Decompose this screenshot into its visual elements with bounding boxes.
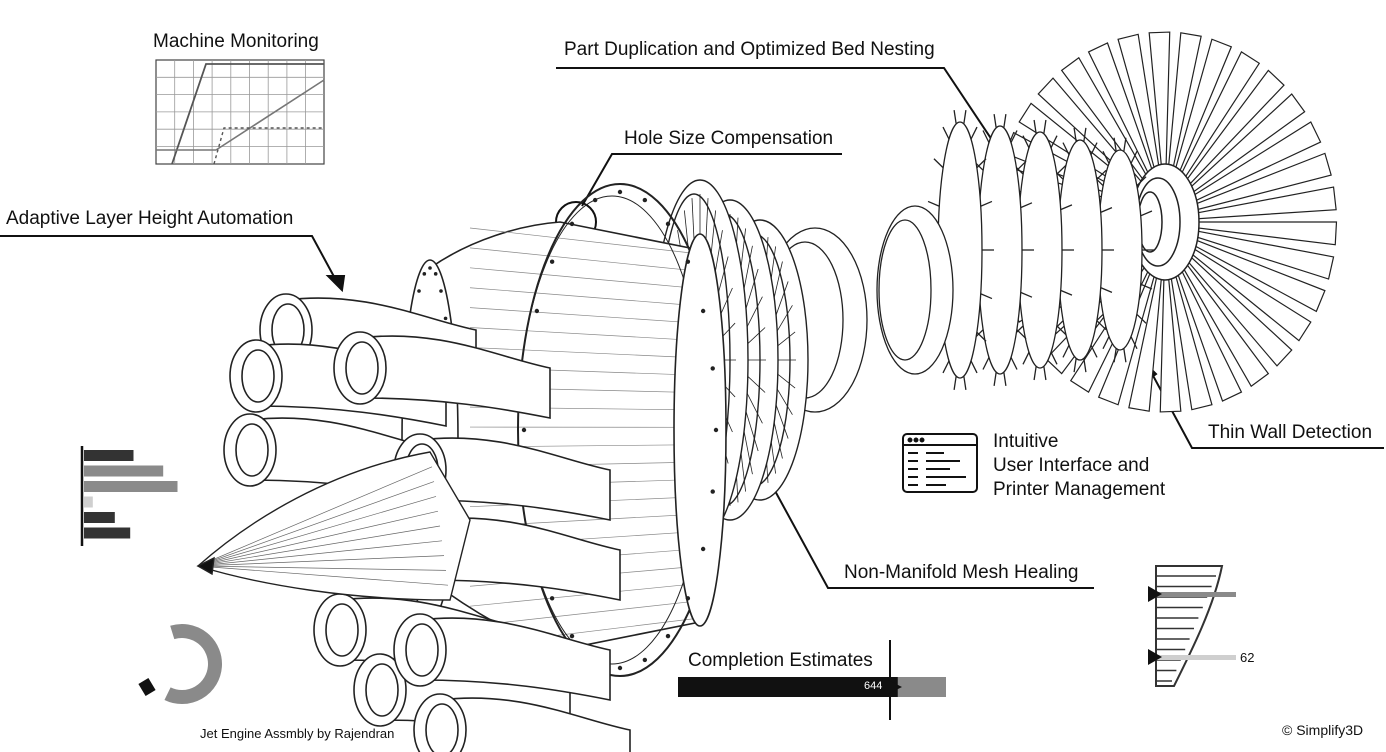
label-adaptive-layer: Adaptive Layer Height Automation <box>6 208 294 229</box>
completion-value: 644 <box>864 680 883 692</box>
hbar-4 <box>84 512 115 523</box>
hbar-widget <box>80 446 178 546</box>
ui-window-icon <box>902 433 978 493</box>
label-part-duplication: Part Duplication and Optimized Bed Nesti… <box>564 39 935 60</box>
label-machine-monitoring: Machine Monitoring <box>153 31 319 52</box>
nose-cone <box>196 451 471 601</box>
completion-bar <box>678 677 946 697</box>
main-casing <box>401 183 727 677</box>
label-intuitive-line2: User Interface and <box>993 455 1150 476</box>
gauge-widget <box>1148 565 1236 687</box>
hbar-2 <box>84 481 178 492</box>
label-thin-wall: Thin Wall Detection <box>1208 422 1373 443</box>
hbar-5 <box>84 527 131 539</box>
compressor-stages <box>762 110 1154 413</box>
label-intuitive-line3: Printer Management <box>993 479 1166 500</box>
gauge-value: 62 <box>1240 650 1255 665</box>
hbar-3 <box>84 496 93 508</box>
donut-widget <box>138 624 222 704</box>
exhaust-tubes <box>223 293 631 752</box>
label-completion: Completion Estimates <box>688 650 873 671</box>
hbar-1 <box>84 465 164 477</box>
label-intuitive-line1: Intuitive <box>993 431 1059 452</box>
fan-hub <box>1130 163 1200 281</box>
label-non-manifold: Non-Manifold Mesh Healing <box>844 562 1079 583</box>
hbar-0 <box>84 450 134 461</box>
credit-text: Jet Engine Assmbly by Rajendran <box>200 726 395 741</box>
label-hole-size: Hole Size Compensation <box>624 128 834 149</box>
label-intuitive-ui: Intuitive User Interface and Printer Man… <box>993 430 1165 502</box>
copyright-text: © Simplify3D <box>1282 722 1364 738</box>
machine-monitoring-chart <box>155 59 325 165</box>
